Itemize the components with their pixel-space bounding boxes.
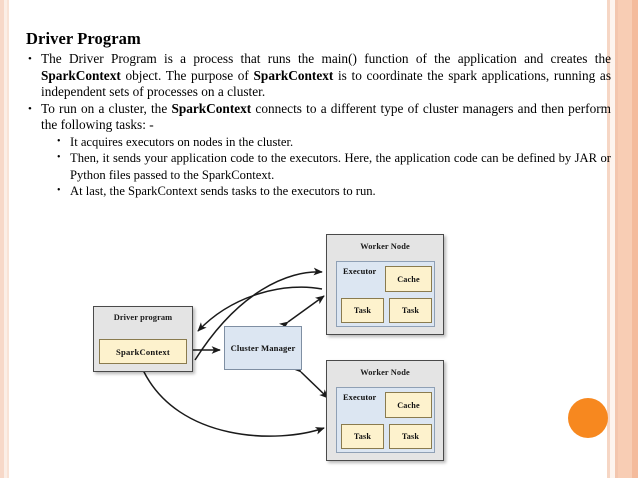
- left-edge-band-1: [0, 0, 4, 478]
- right-edge-band-2: [610, 0, 615, 478]
- bullet-item: • To run on a cluster, the SparkContext c…: [26, 101, 611, 134]
- slide-body: Driver Program • The Driver Program is a …: [26, 29, 611, 200]
- text-run: connects to a different type of cluster …: [41, 100, 611, 133]
- worker-node-1-task-2[interactable]: Task: [389, 298, 432, 323]
- bold-keyword: SparkContext: [253, 67, 334, 83]
- left-edge-band-2: [4, 0, 7, 478]
- bullet-text: At last, the SparkContext sends tasks to…: [70, 183, 611, 199]
- right-edge-band-4: [618, 0, 632, 478]
- bullet-glyph: •: [57, 185, 61, 197]
- sub-bullet-list: • It acquires executors on nodes in the c…: [26, 134, 611, 200]
- worker-node-2-executor[interactable]: Executor Cache Task Task: [336, 387, 435, 453]
- worker-node-1[interactable]: Worker Node Executor Cache Task Task: [326, 234, 444, 335]
- worker-node-1-title: Worker Node: [360, 242, 410, 251]
- worker-node-1-executor[interactable]: Executor Cache Task Task: [336, 261, 435, 327]
- bullet-text: The Driver Program is a process that run…: [41, 51, 611, 101]
- worker-node-2-task-1[interactable]: Task: [341, 424, 384, 449]
- bullet-text: To run on a cluster, the SparkContext co…: [41, 101, 611, 134]
- text-run: The Driver Program is a process that run…: [41, 50, 611, 66]
- bullet-list: • The Driver Program is a process that ru…: [26, 51, 611, 200]
- worker-node-2-executor-label: Executor: [343, 393, 377, 402]
- text-run: is to coordinate the spark applications,…: [41, 67, 612, 100]
- worker-node-2[interactable]: Worker Node Executor Cache Task Task: [326, 360, 444, 461]
- bullet-item: • Then, it sends your application code to…: [55, 150, 611, 183]
- orange-circle-decoration: [568, 398, 608, 438]
- text-run: It acquires executors on nodes in the cl…: [70, 134, 294, 149]
- worker-node-2-title: Worker Node: [360, 368, 410, 377]
- bullet-item: • The Driver Program is a process that ru…: [26, 51, 611, 101]
- cluster-manager-box[interactable]: Cluster Manager: [224, 326, 302, 370]
- right-edge-band-3: [615, 0, 618, 478]
- page-title: Driver Program: [26, 29, 141, 48]
- driver-program-label: Driver program: [113, 313, 173, 322]
- right-edge-band-5: [632, 0, 638, 478]
- worker-node-1-cache[interactable]: Cache: [385, 266, 432, 292]
- text-run: Then, it sends your application code to …: [70, 151, 611, 182]
- bold-keyword: SparkContext: [171, 100, 252, 116]
- sparkcontext-box[interactable]: SparkContext: [99, 339, 187, 364]
- left-edge-band-3: [7, 0, 9, 478]
- bullet-text: Then, it sends your application code to …: [70, 150, 611, 183]
- bullet-glyph: •: [57, 135, 61, 147]
- worker-node-2-task-2[interactable]: Task: [389, 424, 432, 449]
- bullet-item: • At last, the SparkContext sends tasks t…: [55, 183, 611, 199]
- worker-node-1-executor-label: Executor: [343, 267, 377, 276]
- worker-node-2-cache[interactable]: Cache: [385, 392, 432, 418]
- spark-architecture-diagram: Driver program SparkContext Cluster Mana…: [88, 232, 448, 468]
- text-run: object. The purpose of: [120, 67, 254, 83]
- text-run: To run on a cluster, the: [41, 100, 172, 116]
- bold-keyword: SparkContext: [41, 67, 121, 83]
- bullet-glyph: •: [57, 152, 61, 164]
- bullet-text: It acquires executors on nodes in the cl…: [70, 134, 611, 150]
- bullet-glyph: •: [28, 102, 32, 115]
- worker-node-1-task-1[interactable]: Task: [341, 298, 384, 323]
- text-run: At last, the SparkContext sends tasks to…: [70, 184, 376, 199]
- right-edge-band-1: [607, 0, 610, 478]
- bullet-glyph: •: [28, 52, 32, 65]
- bullet-item: • It acquires executors on nodes in the c…: [55, 134, 611, 150]
